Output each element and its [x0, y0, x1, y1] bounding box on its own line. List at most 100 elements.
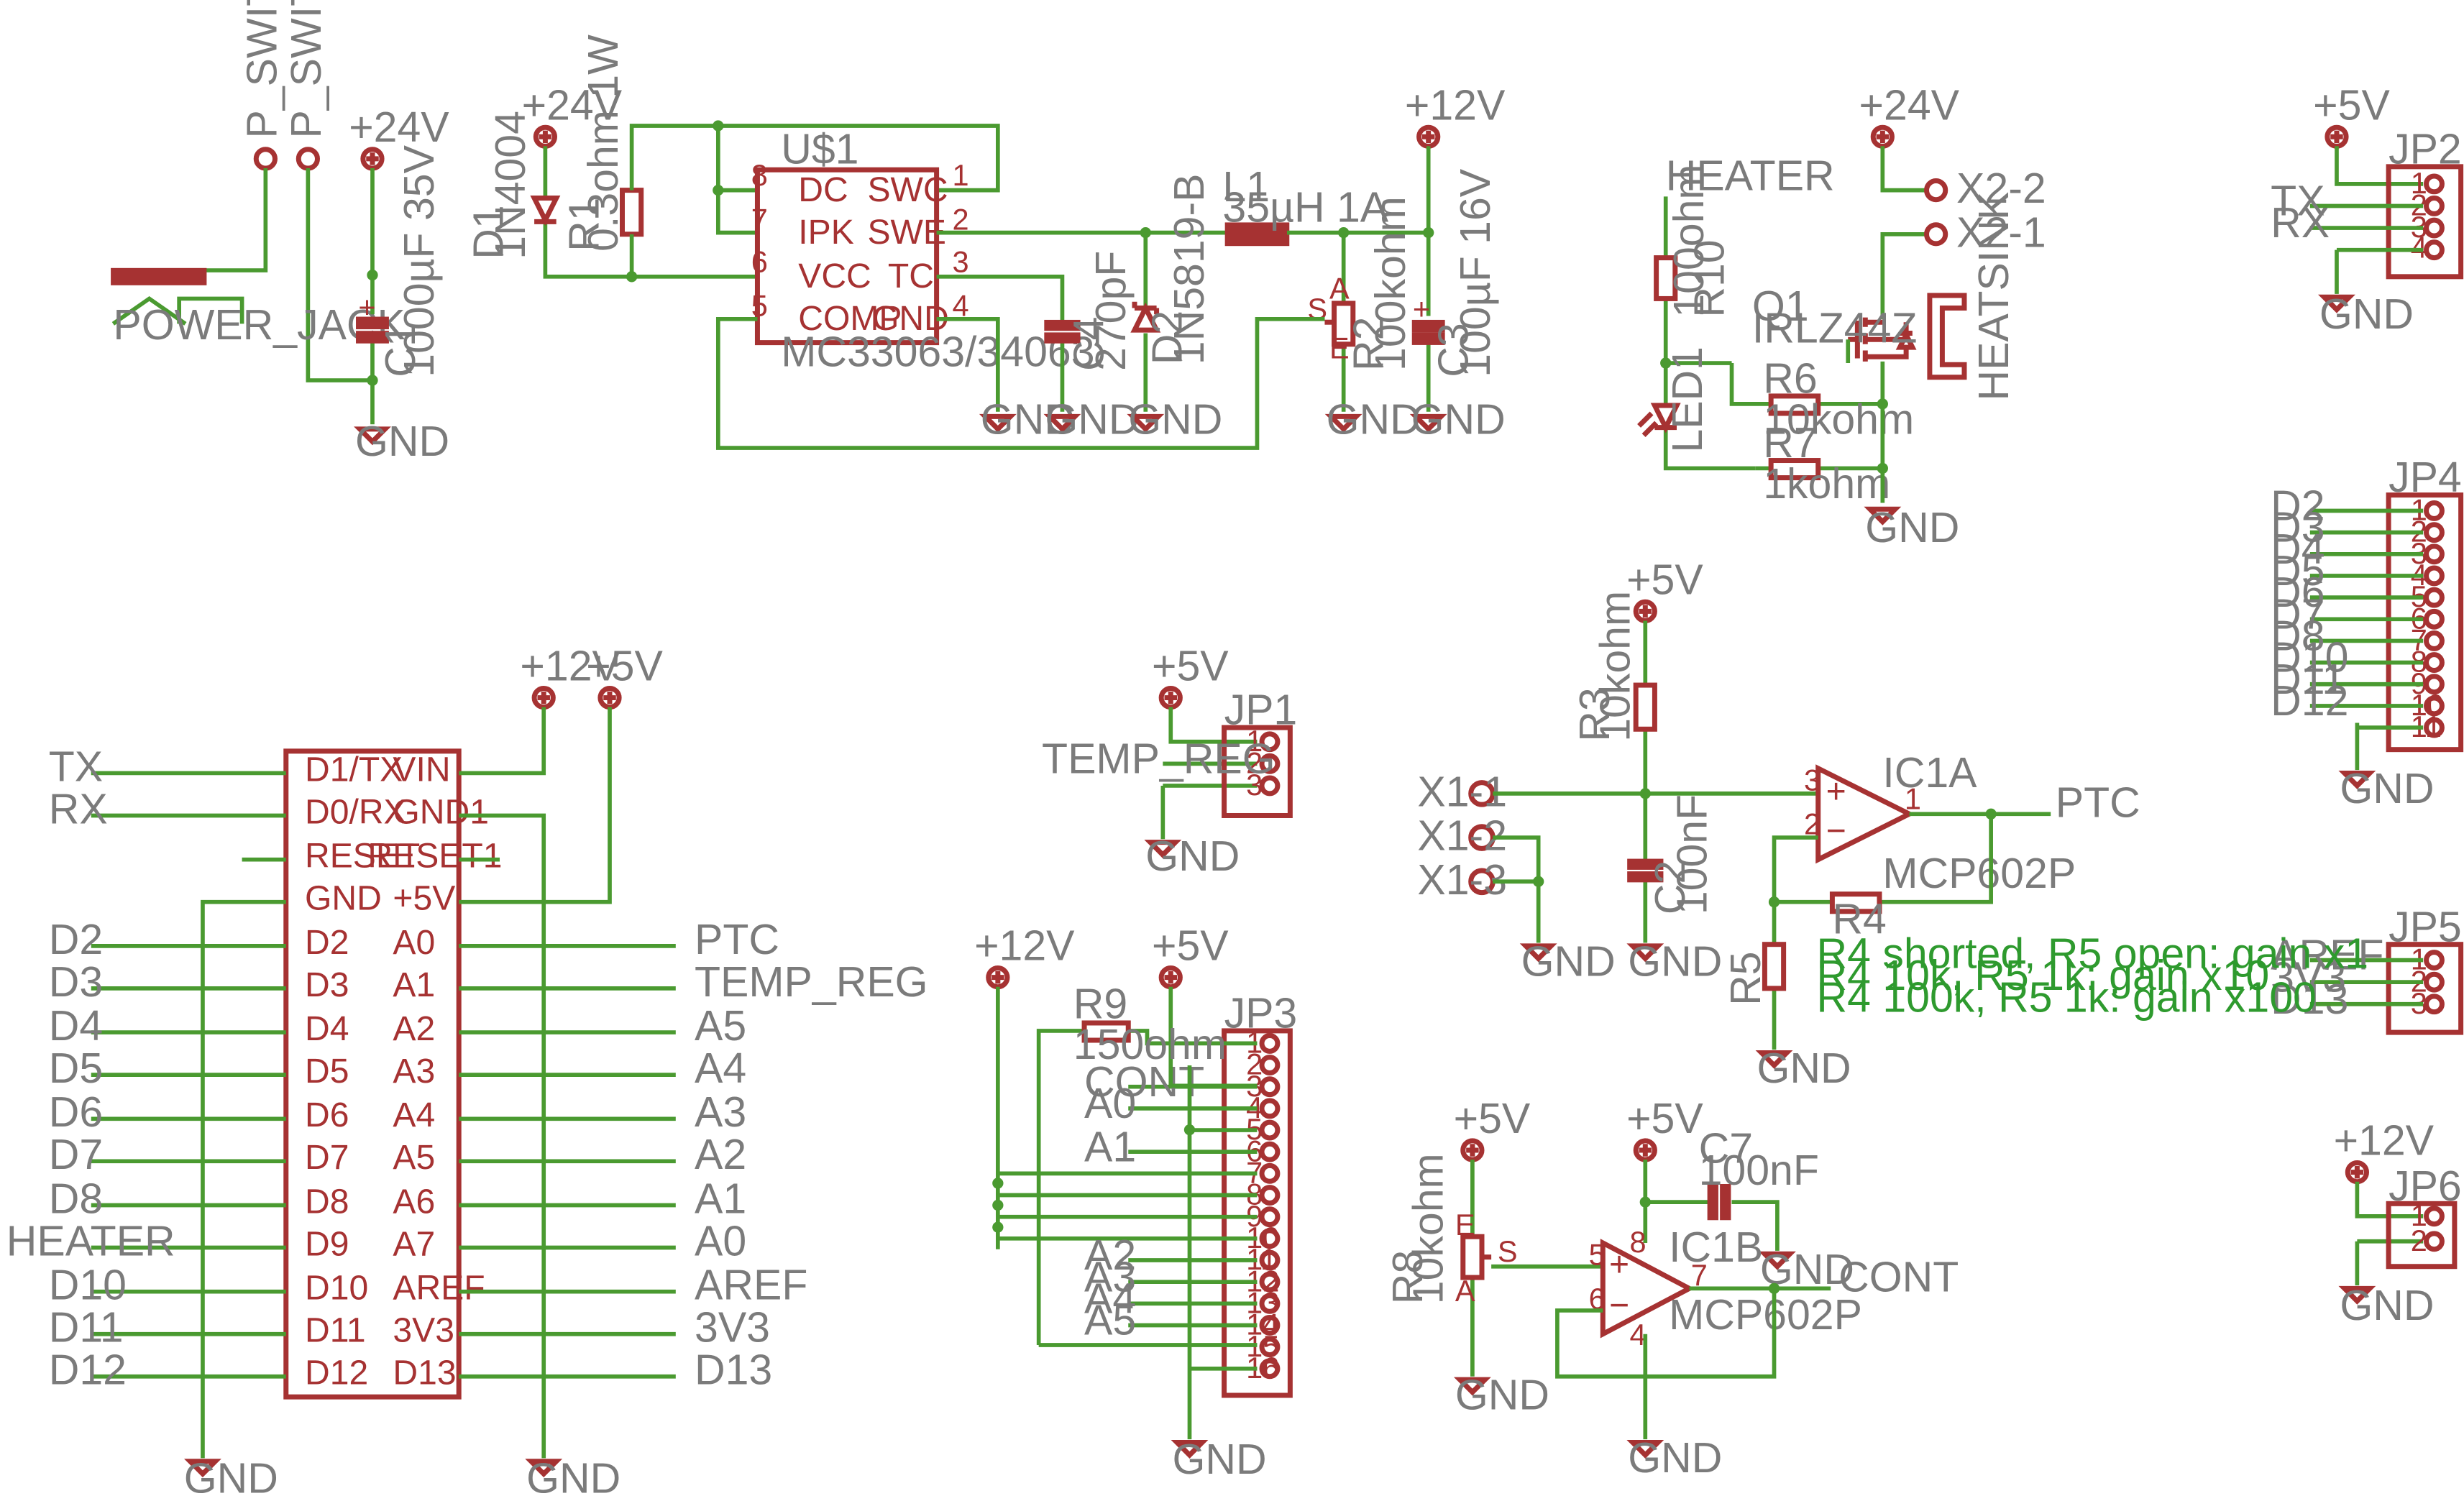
- svg-text:4: 4: [2411, 231, 2427, 265]
- led1-name: LED1: [1664, 347, 1711, 453]
- arduino-right-pin: D13: [393, 1354, 456, 1392]
- svg-text:GND: GND: [1327, 395, 1421, 443]
- x2-2-label: X2-2: [1956, 165, 2046, 212]
- svg-text:2: 2: [1246, 745, 1263, 779]
- svg-text:−: −: [1609, 1286, 1629, 1325]
- jp3-name: JP3: [1224, 990, 1298, 1037]
- svg-text:5: 5: [751, 288, 768, 322]
- c2-symbol: [1627, 858, 1664, 870]
- r2-name: R2: [1345, 317, 1392, 371]
- svg-text:GND: GND: [1628, 937, 1722, 985]
- svg-text:7: 7: [1691, 1258, 1708, 1292]
- arduino-left-net-label: TX: [49, 743, 103, 790]
- arduino-left-pin: D0/RX: [305, 792, 407, 831]
- r2-value: 100kohm: [1367, 196, 1414, 371]
- r3-name: R3: [1571, 687, 1618, 741]
- svg-text:TC: TC: [888, 257, 934, 295]
- svg-text:+5V: +5V: [1152, 922, 1229, 970]
- arduino-left-pin: D3: [305, 965, 349, 1004]
- svg-text:2: 2: [1804, 807, 1820, 841]
- power-jack-symbol: [111, 267, 207, 285]
- c4-value: 270pF: [1087, 251, 1135, 371]
- arduino-left-pin: RESET: [305, 837, 420, 876]
- q1-value: IRLZ44Z: [1752, 305, 1918, 352]
- svg-text:GND: GND: [1411, 395, 1506, 443]
- c1-value: 1000µF 35V: [395, 144, 443, 377]
- d2-symbol: [1130, 301, 1161, 333]
- c4-symbol: [1044, 319, 1081, 331]
- power-jack-section: P_SWITCH-2 P_SWITCH-1 POWER_JACK +24V + …: [111, 0, 449, 465]
- arduino-left-net-label: D5: [49, 1045, 103, 1092]
- arduino-left-pin: D9: [305, 1224, 349, 1263]
- svg-text:DC: DC: [798, 170, 848, 209]
- svg-text:IPK: IPK: [798, 213, 854, 252]
- jp4-pin: [2424, 674, 2445, 695]
- svg-text:+24V: +24V: [522, 81, 623, 129]
- jp4-net-label: D5: [2271, 547, 2325, 595]
- d1-name: D1: [464, 205, 512, 259]
- svg-text:GND: GND: [1455, 1372, 1549, 1419]
- r6-name: R6: [1763, 355, 1817, 403]
- svg-text:+: +: [1826, 772, 1846, 811]
- jp5-body: [2386, 942, 2464, 1035]
- jp4-net-label: D11: [2271, 656, 2345, 703]
- c3-value: 100µF 16V: [1452, 168, 1499, 377]
- arduino-right-net-label: TEMP_REG: [695, 958, 928, 1006]
- amp-ic1a-section: +5V R3 10kohm C2 100nF GND X1-1 X1-2 X1-…: [1417, 556, 2368, 1092]
- jp3-net-label: A2: [1084, 1231, 1136, 1279]
- c3-symbol: [1411, 319, 1445, 333]
- svg-text:4: 4: [952, 288, 968, 322]
- jp4-pin: [2424, 630, 2445, 651]
- jp3-pin: [1259, 1206, 1281, 1228]
- arduino-right-pin: RESET1: [367, 837, 502, 876]
- gnd-label-c1: GND: [355, 418, 449, 465]
- jp4-pin: [2424, 500, 2445, 521]
- svg-text:GND: GND: [2340, 765, 2434, 812]
- jp6-name: JP6: [2389, 1162, 2462, 1210]
- r8-value: 10kohm: [1404, 1153, 1452, 1304]
- jp3-net-label: A1: [1084, 1123, 1136, 1170]
- r7-symbol: [1768, 458, 1821, 481]
- svg-text:+12V: +12V: [1405, 81, 1506, 129]
- arduino-right-net-label: PTC: [695, 916, 779, 963]
- svg-text:1: 1: [1905, 782, 1921, 816]
- jp3-net-label: A0: [1084, 1080, 1136, 1127]
- gain-note-2: R4 10k, R5 1k: gain x10: [1817, 952, 2270, 999]
- r7-name: R7: [1763, 419, 1817, 467]
- svg-text:GND: GND: [1757, 1045, 1851, 1092]
- svg-text:3: 3: [1246, 768, 1263, 802]
- jp3-pin: [1259, 1032, 1281, 1054]
- gain-note-3: R4 100k, R5 1k: gain x100: [1817, 974, 2317, 1022]
- r5-symbol: [1762, 942, 1787, 991]
- jp3-net-label: CONT: [1084, 1058, 1204, 1106]
- arduino-right-pin: AREF: [393, 1269, 485, 1308]
- arduino-right-net-label: A1: [695, 1175, 746, 1222]
- p-switch-2-label: P_SWITCH-2: [239, 0, 286, 138]
- r9-name: R9: [1073, 980, 1127, 1027]
- svg-text:GND: GND: [1521, 937, 1616, 985]
- svg-text:2: 2: [952, 202, 968, 236]
- jp3-pin: [1259, 1228, 1281, 1249]
- jp3-net-label: A3: [1084, 1253, 1136, 1300]
- arduino-left-net-label: D3: [49, 958, 103, 1006]
- svg-text:3: 3: [1804, 763, 1820, 797]
- svg-text:GND: GND: [2340, 1282, 2434, 1329]
- jp3-pin: [1259, 1293, 1281, 1314]
- jp3-pin: [1259, 1055, 1281, 1075]
- c2-name: C2: [1647, 861, 1694, 914]
- r3-value: 10kohm: [1591, 591, 1639, 742]
- arduino-right-net-label: 3V3: [695, 1304, 770, 1352]
- svg-text:+: +: [1413, 292, 1430, 326]
- jp4-pin: [2424, 565, 2445, 587]
- svg-text:6: 6: [751, 244, 768, 278]
- u1-name: U$1: [781, 125, 858, 173]
- arduino-left-pin: D1/TX: [305, 750, 403, 789]
- svg-text:+12V: +12V: [974, 922, 1075, 970]
- arduino-left-pin: D12: [305, 1354, 368, 1392]
- svg-text:+24V: +24V: [1859, 81, 1960, 129]
- ic1a-name: IC1A: [1882, 749, 1977, 797]
- jp4-pin: [2424, 522, 2445, 543]
- arduino-right-pin: 3V3: [393, 1311, 454, 1350]
- arduino-right-net-label: A0: [695, 1217, 746, 1265]
